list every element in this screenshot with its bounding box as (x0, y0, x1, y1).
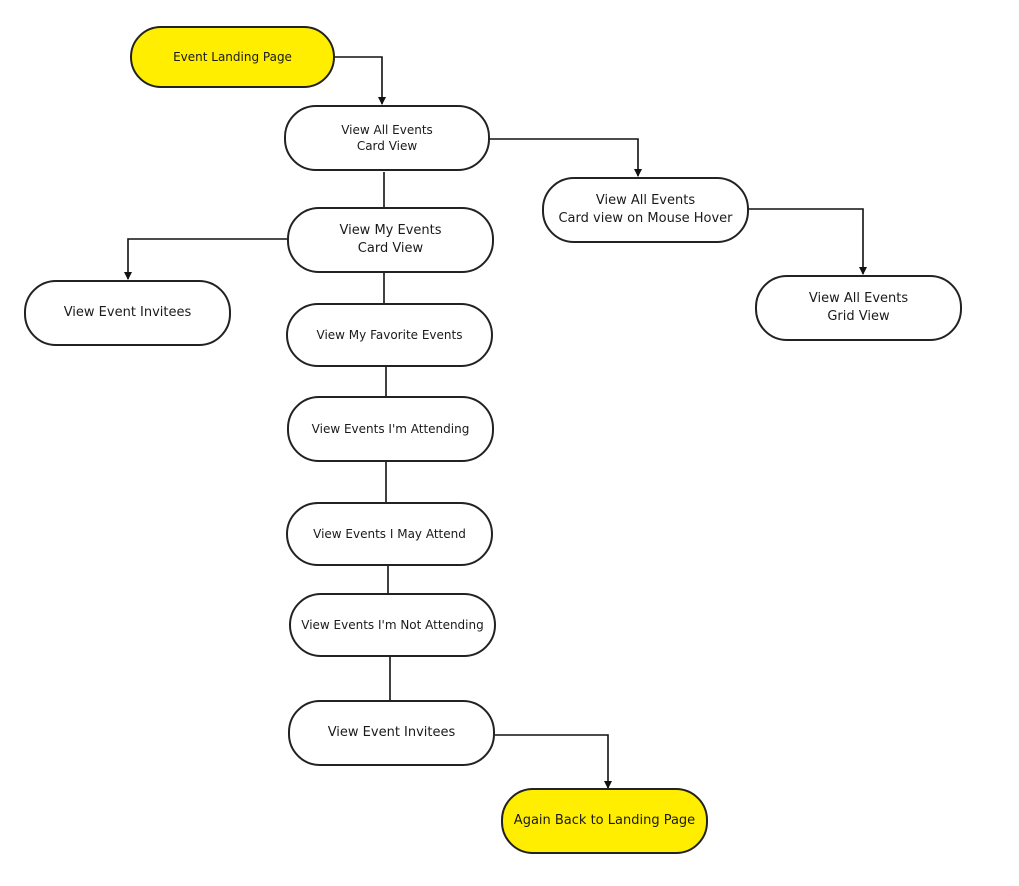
node-event-landing-page[interactable]: Event Landing Page (130, 26, 335, 88)
connector-invitees-bottom-to-back (495, 734, 612, 789)
node-label-line1: View All Events (595, 193, 696, 209)
connector-hover-to-grid (748, 208, 867, 275)
node-label: Event Landing Page (173, 49, 292, 64)
node-label: View Events I'm Not Attending (301, 617, 484, 632)
node-label-line2: Card View (357, 241, 424, 256)
node-view-my-events-card-view[interactable]: View My Events Card View (287, 207, 494, 273)
connector-all-card-to-hover (488, 138, 642, 177)
node-label-line2: Card view on Mouse Hover (558, 211, 733, 226)
node-label: View My Favorite Events (316, 327, 463, 342)
node-view-event-invitees-bottom[interactable]: View Event Invitees (288, 700, 495, 766)
connector-my-card-to-invitees-left (124, 238, 288, 280)
node-view-events-not-attending[interactable]: View Events I'm Not Attending (289, 593, 496, 657)
connector-landing-to-all-card (334, 56, 386, 105)
node-view-events-attending[interactable]: View Events I'm Attending (287, 396, 494, 462)
node-label: View Events I'm Attending (311, 421, 470, 436)
node-label: View Events I May Attend (313, 526, 466, 541)
node-label: View Event Invitees (327, 725, 456, 741)
node-label-line1: View All Events (341, 122, 433, 137)
node-label-line2: Grid View (827, 309, 890, 324)
node-again-back-to-landing-page[interactable]: Again Back to Landing Page (501, 788, 708, 854)
node-label: View Event Invitees (63, 305, 192, 321)
node-view-all-events-mouse-hover[interactable]: View All Events Card view on Mouse Hover (542, 177, 749, 243)
node-view-events-may-attend[interactable]: View Events I May Attend (286, 502, 493, 566)
node-label: Again Back to Landing Page (513, 813, 696, 829)
node-view-my-favorite-events[interactable]: View My Favorite Events (286, 303, 493, 367)
node-view-event-invitees-left[interactable]: View Event Invitees (24, 280, 231, 346)
node-view-all-events-card-view[interactable]: View All Events Card View (284, 105, 490, 171)
node-label-line1: View My Events (339, 223, 442, 239)
node-label-line1: View All Events (808, 291, 909, 307)
node-label-line2: Card View (356, 139, 418, 153)
node-view-all-events-grid-view[interactable]: View All Events Grid View (755, 275, 962, 341)
